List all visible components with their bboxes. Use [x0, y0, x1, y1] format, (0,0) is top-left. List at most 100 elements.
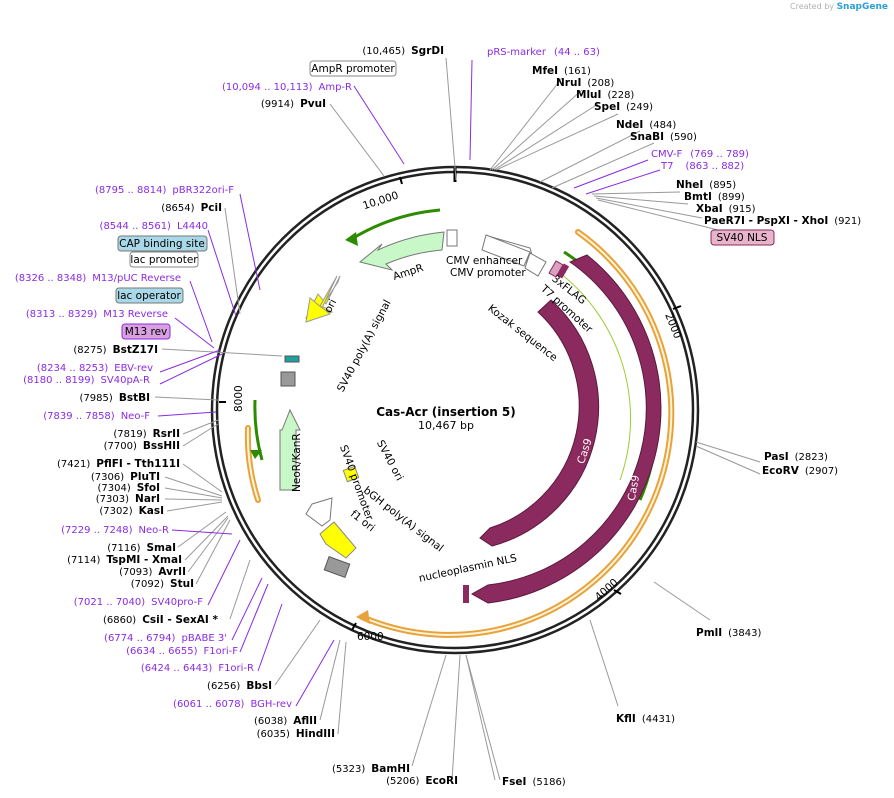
svg-text:(9914)PvuI: (9914)PvuI: [261, 98, 326, 110]
sv40pa-block: [284, 355, 300, 363]
svg-text:PasI(2823): PasI(2823): [764, 451, 828, 463]
svg-text:(8180 .. 8199)SV40pA-R: (8180 .. 8199)SV40pA-R: [23, 375, 150, 386]
svg-text:BmtI(899): BmtI(899): [684, 191, 745, 203]
svg-text:(10,465)SgrDI: (10,465)SgrDI: [362, 45, 444, 57]
ampr-arrow: [358, 231, 445, 271]
ring-tick-marks: [219, 168, 682, 631]
ampr-promoter-box: AmpR promoter: [311, 63, 395, 75]
plasmid-title: Cas-Acr (insertion 5): [376, 405, 516, 419]
svg-text:XbaI(915): XbaI(915): [696, 203, 756, 215]
svg-text:(7700)BssHII: (7700)BssHII: [104, 440, 180, 452]
sv40-promoter-arrow: [305, 497, 333, 527]
svg-text:pRS-marker(44 .. 63): pRS-marker(44 .. 63): [487, 47, 600, 58]
svg-text:(7114)TspMI - XmaI: (7114)TspMI - XmaI: [67, 554, 182, 566]
svg-text:T7(863 .. 882): T7(863 .. 882): [660, 161, 744, 172]
sv40-nls-box: SV40 NLS: [717, 232, 768, 244]
svg-text:PmlI(3843): PmlI(3843): [696, 627, 762, 639]
sv40pa-grey: [280, 371, 296, 387]
svg-text:SnaBI(590): SnaBI(590): [630, 131, 697, 143]
svg-text:(7304)SfoI: (7304)SfoI: [97, 482, 160, 494]
lac-operator-box: lac operator: [117, 290, 181, 302]
svg-text:(7421)PflFI - Tth111I: (7421)PflFI - Tth111I: [57, 458, 180, 470]
svg-text:(7302)KasI: (7302)KasI: [99, 505, 164, 517]
cas9-outer-label: Cas9: [626, 474, 642, 502]
neo-label: NeoR/KanR: [291, 433, 303, 492]
svg-text:(8234 .. 8253)EBV-rev: (8234 .. 8253)EBV-rev: [37, 363, 153, 374]
bgh-label: bGH poly(A) signal: [361, 485, 446, 555]
svg-text:MfeI(161): MfeI(161): [532, 65, 591, 77]
flag-block: [548, 260, 564, 278]
svg-text:(6256)BbsI: (6256)BbsI: [207, 680, 272, 692]
sites-right: MfeI(161) NruI(208) MluI(228) SpeI(249) …: [502, 65, 861, 788]
svg-text:(7093)AvrII: (7093)AvrII: [119, 566, 186, 578]
neo-arrow: [279, 408, 301, 491]
sv40-ori-block: [342, 465, 360, 483]
svg-text:FseI(5186): FseI(5186): [502, 776, 566, 788]
svg-text:MluI(228): MluI(228): [576, 89, 634, 101]
svg-text:(6634 .. 6655)F1ori-F: (6634 .. 6655)F1ori-F: [126, 646, 238, 657]
svg-text:NheI(895): NheI(895): [676, 179, 736, 191]
ampr-promoter-block: [446, 229, 458, 247]
svg-text:(7839 .. 7858)Neo-F: (7839 .. 7858)Neo-F: [43, 411, 150, 422]
svg-text:(7229 .. 7248)Neo-R: (7229 .. 7248)Neo-R: [61, 525, 169, 536]
svg-text:(6774 .. 6794)pBABE 3': (6774 .. 6794)pBABE 3': [104, 633, 227, 644]
svg-text:(10,094 .. 10,113)Amp-R: (10,094 .. 10,113)Amp-R: [222, 82, 352, 93]
svg-text:SpeI(249): SpeI(249): [594, 101, 653, 113]
boxed-labels: AmpR promoter SV40 NLS CAP binding site …: [115, 60, 775, 340]
cas9-outer-arc: [470, 254, 662, 604]
svg-text:EcoRV(2907): EcoRV(2907): [762, 465, 838, 477]
svg-text:CMV-F(769 .. 789): CMV-F(769 .. 789): [651, 149, 749, 160]
orf-arcs: [244, 229, 675, 638]
cmv-promoter-arrow: [524, 252, 547, 277]
plasmid-length: 10,467 bp: [418, 419, 474, 432]
svg-text:(8544 .. 8561)L4440: (8544 .. 8561)L4440: [100, 221, 208, 232]
svg-text:(6035)HindIII: (6035)HindIII: [257, 728, 335, 740]
svg-text:KflI(4431): KflI(4431): [616, 713, 675, 725]
tick-6000: 6000: [357, 631, 384, 643]
svg-text:(7985)BstBI: (7985)BstBI: [80, 392, 150, 404]
ori-label: ori: [322, 297, 339, 315]
snapgene-credit: Created by SnapGene: [790, 2, 888, 12]
tick-10000: 10,000: [361, 189, 400, 212]
ampr-label: AmpR: [391, 262, 425, 283]
svg-text:NruI(208): NruI(208): [556, 77, 614, 89]
svg-text:PaeR7I - PspXI - XhoI(921): PaeR7I - PspXI - XhoI(921): [704, 215, 861, 227]
sites-left: (10,465)SgrDI (9914)PvuI (8654)PciI (827…: [57, 45, 458, 787]
svg-text:(7306)PluTI: (7306)PluTI: [91, 471, 160, 483]
arrowhead-orf: [356, 610, 370, 624]
arrowhead-ampr: [345, 232, 358, 246]
nls-block: [463, 585, 469, 603]
f1-ori-arrow: [319, 521, 357, 559]
arrowhead-neo: [250, 450, 262, 459]
lac-promoter-box: lac promoter: [130, 254, 198, 266]
svg-text:(8326 .. 8348)M13/pUC Reverse: (8326 .. 8348)M13/pUC Reverse: [15, 273, 181, 284]
m13-rev-box: M13 rev: [125, 326, 168, 338]
svg-text:(6061 .. 6078)BGH-rev: (6061 .. 6078)BGH-rev: [173, 699, 292, 710]
svg-text:NdeI(484): NdeI(484): [616, 119, 676, 131]
svg-text:(7021 .. 7040)SV40pro-F: (7021 .. 7040)SV40pro-F: [74, 597, 203, 608]
cmv-promoter-label: CMV promoter: [450, 267, 526, 279]
svg-text:(5323)BamHI: (5323)BamHI: [332, 763, 410, 775]
sv40pa-label: SV40 poly(A) signal: [335, 298, 394, 394]
primer-connectors: [157, 59, 661, 707]
svg-text:(7819)RsrII: (7819)RsrII: [113, 428, 180, 440]
svg-text:(6424 .. 6443)F1ori-R: (6424 .. 6443)F1ori-R: [141, 663, 254, 674]
svg-text:(8313 .. 8329)M13 Reverse: (8313 .. 8329)M13 Reverse: [26, 309, 168, 320]
svg-text:(7116)SmaI: (7116)SmaI: [107, 542, 176, 554]
svg-text:(6038)AflII: (6038)AflII: [254, 715, 317, 727]
sv40-ori-label: SV40 ori: [374, 438, 405, 483]
cmv-enhancer-label: CMV enhancer: [446, 255, 523, 267]
svg-text:(5206)EcoRI: (5206)EcoRI: [386, 775, 458, 787]
nls-label: nucleoplasmin NLS: [418, 552, 519, 585]
cas9-inner-arc: [479, 299, 600, 547]
tick-8000: 8000: [233, 385, 245, 412]
kozak-block: [556, 263, 570, 279]
cap-binding-box: CAP binding site: [119, 238, 205, 250]
svg-text:(8275)BstZ17I: (8275)BstZ17I: [73, 344, 158, 356]
primers: pRS-marker(44 .. 63) (10,094 .. 10,113)A…: [15, 47, 749, 710]
svg-text:(7092)StuI: (7092)StuI: [131, 578, 194, 590]
svg-text:(8654)PciI: (8654)PciI: [161, 202, 222, 214]
site-connectors: [154, 57, 761, 781]
svg-text:(6860)CsiI - SexAI *: (6860)CsiI - SexAI *: [103, 614, 219, 626]
